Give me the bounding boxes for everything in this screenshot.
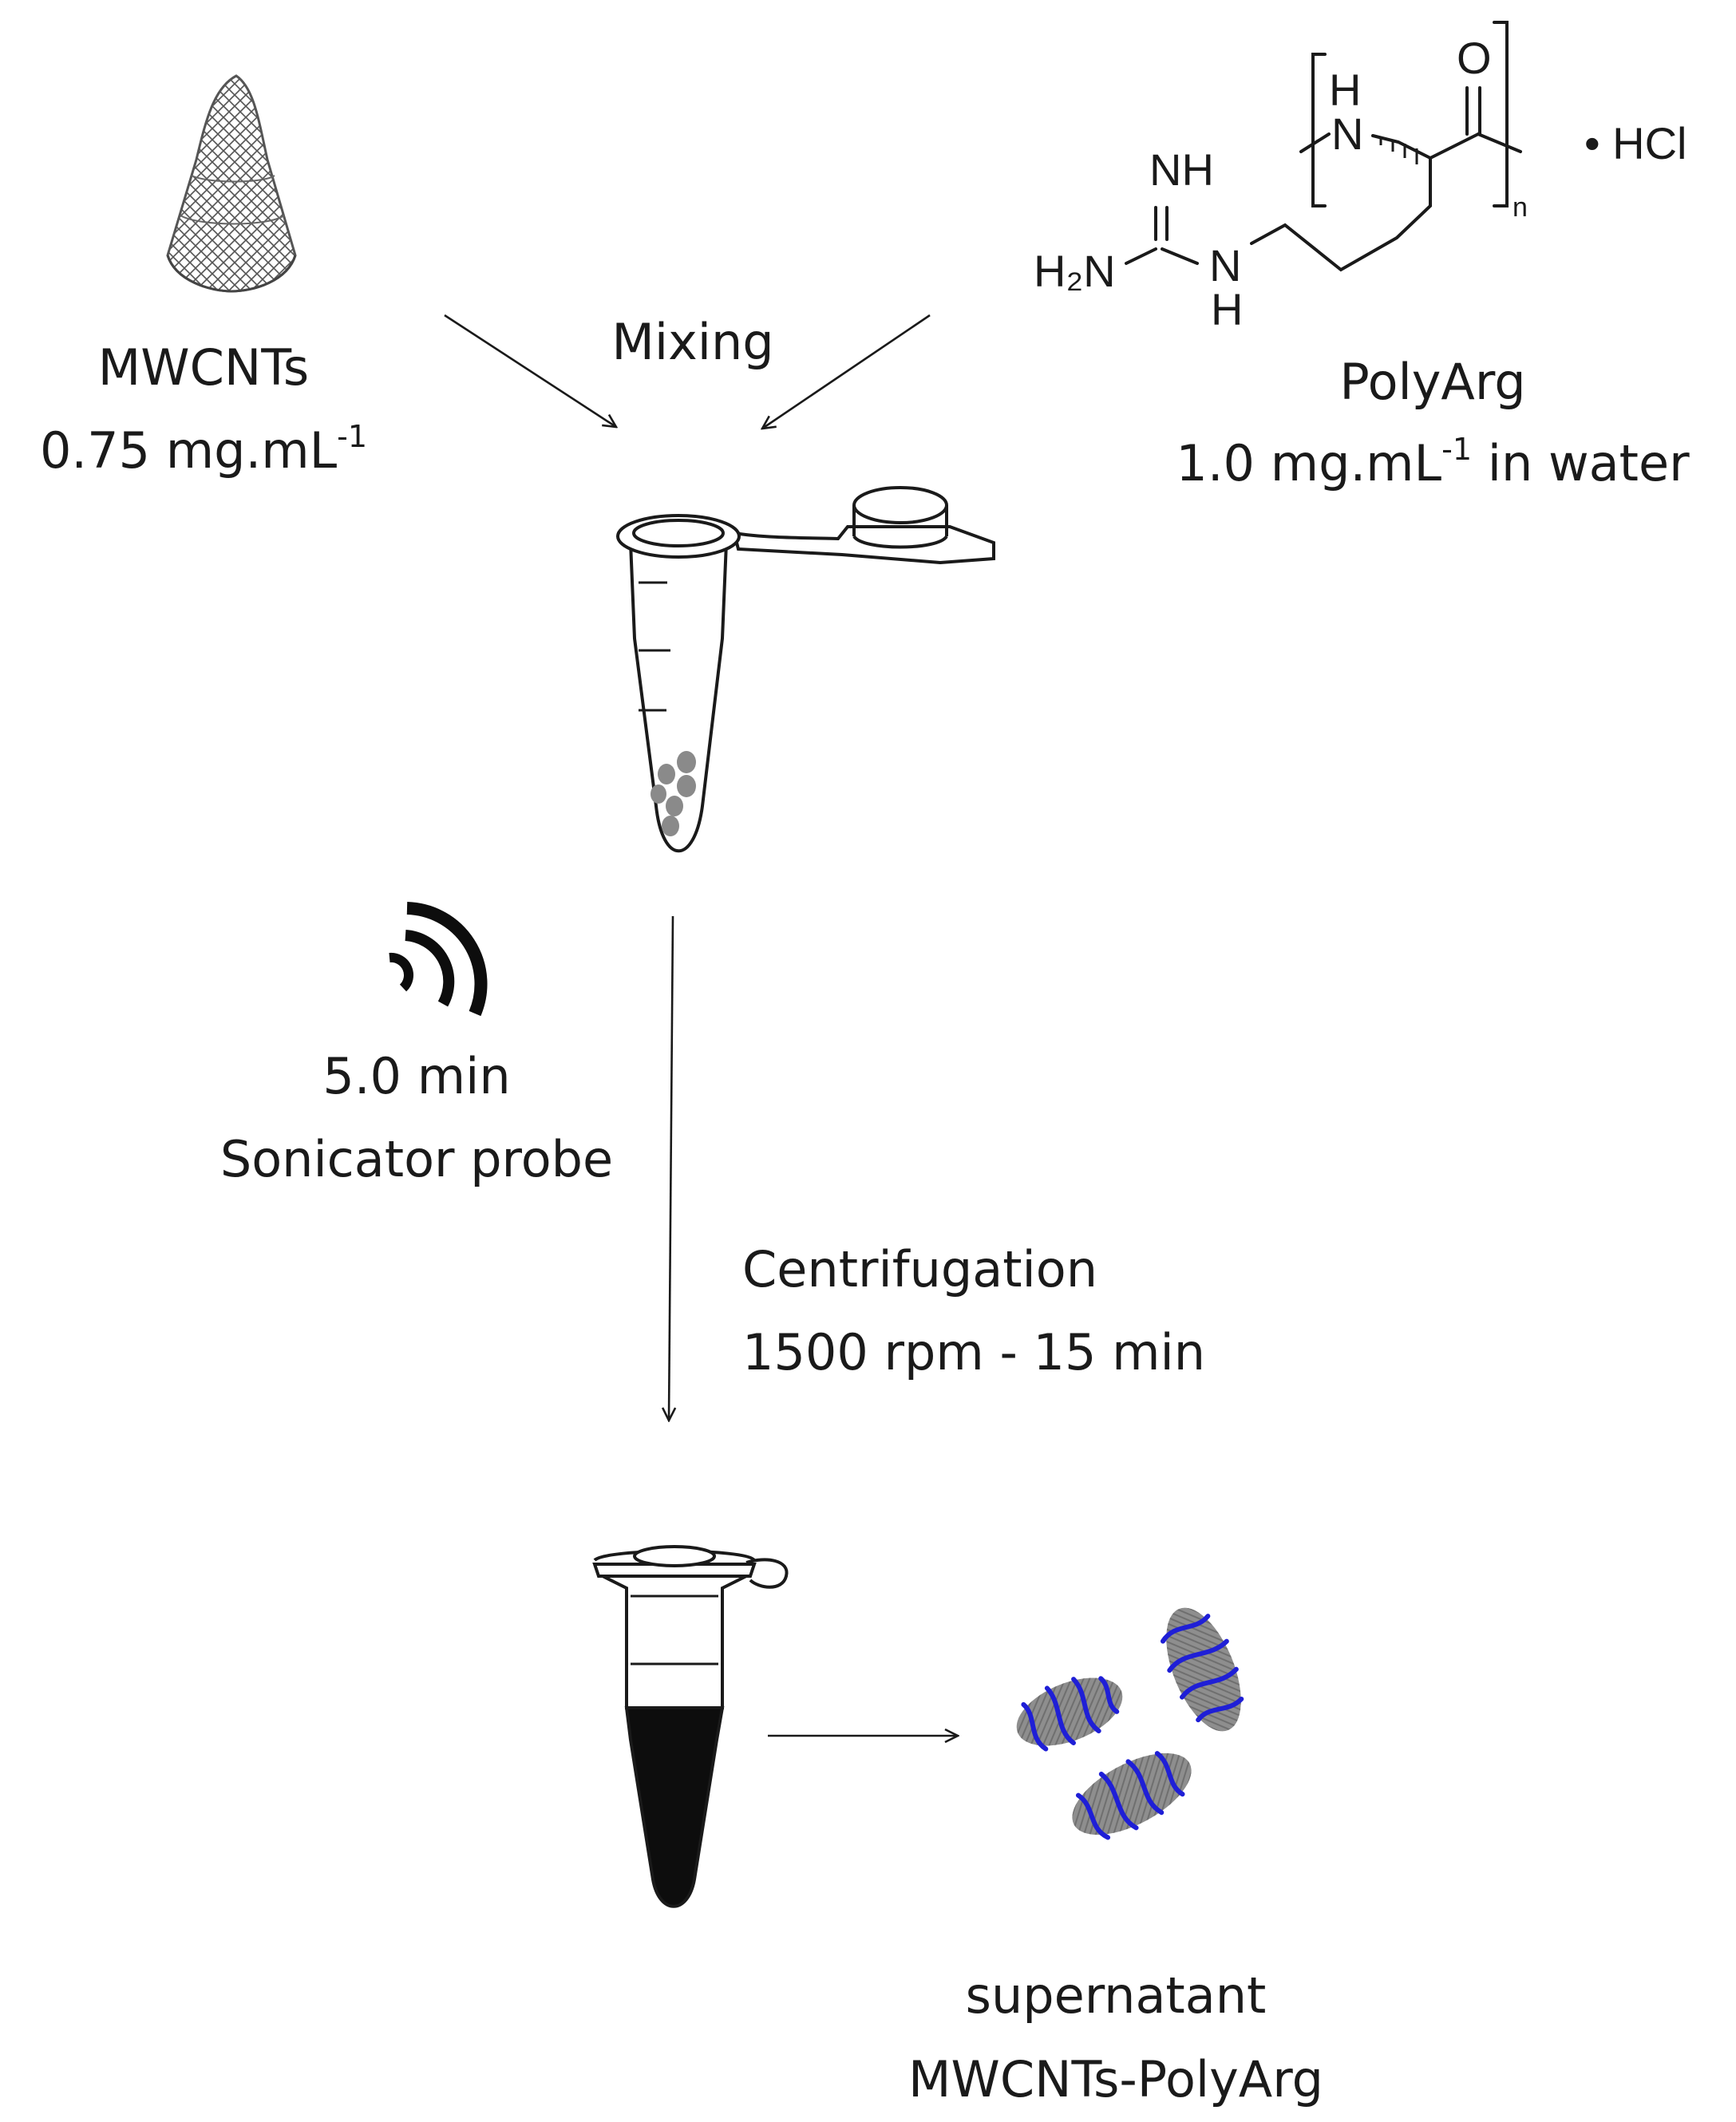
chem-repeat-n: n — [1513, 192, 1528, 223]
chem-h2n: H₂N — [1034, 246, 1116, 296]
mwcnt-concentration-label: 0.75 mg.mL-1 — [39, 419, 368, 480]
mixing-label: Mixing — [611, 313, 774, 371]
functionalized-nanotube-1 — [1016, 1676, 1123, 1752]
chem-imine-nh: NH — [1149, 144, 1214, 195]
chem-carbonyl-o: O — [1457, 33, 1492, 83]
polyarg-structure — [1125, 21, 1522, 272]
centrifugation-params-label: 1500 rpm - 15 min — [742, 1323, 1206, 1381]
arrow-centrifugation — [669, 915, 673, 1421]
polyarg-concentration-label: 1.0 mg.mL-1 in water — [1176, 432, 1690, 492]
chem-amide-h: H — [1329, 65, 1362, 115]
mwcnt-name-label: MWCNTs — [97, 338, 310, 397]
product-supernatant-label: supernatant — [965, 1966, 1267, 2025]
sonication-waves-icon — [389, 902, 488, 1017]
product-name-label: MWCNTs-PolyArg — [908, 2050, 1323, 2108]
mwcnt-nanotube-illustration — [166, 74, 297, 293]
sonication-time-label: 5.0 min — [322, 1047, 511, 1105]
polyarg-stereo-hash — [1379, 137, 1418, 164]
arrow-mwcnt-to-tube — [444, 314, 616, 427]
sonication-device-label: Sonicator probe — [219, 1130, 614, 1188]
chem-link-h: H — [1211, 284, 1244, 334]
chem-link-n: N — [1209, 240, 1242, 290]
chem-amide-n: N — [1331, 109, 1364, 159]
mixing-tube-icon — [616, 486, 995, 853]
functionalized-nanotube-2 — [1160, 1607, 1244, 1732]
centrifuged-tube-icon — [592, 1545, 789, 1908]
centrifugation-label: Centrifugation — [742, 1240, 1097, 1298]
polyarg-name-label: PolyArg — [1339, 353, 1526, 411]
arrow-polyarg-to-tube — [762, 314, 931, 429]
chem-hcl-salt: • HCl — [1584, 118, 1687, 168]
mixing-tube-particles — [651, 751, 696, 836]
functionalized-nanotube-3 — [1072, 1751, 1192, 1840]
